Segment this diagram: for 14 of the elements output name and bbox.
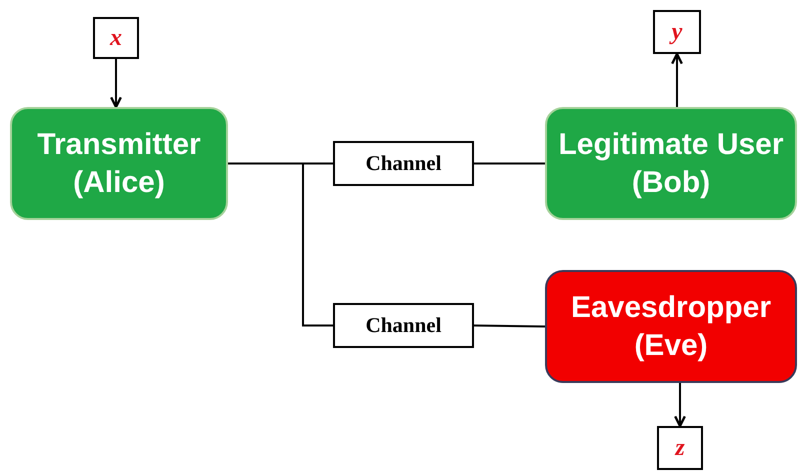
variable-box: z xyxy=(657,426,703,470)
process-box: Eavesdropper (Eve) xyxy=(545,270,797,383)
process-box: Legitimate User (Bob) xyxy=(545,107,797,220)
arrow xyxy=(674,383,686,428)
arrow xyxy=(110,59,122,108)
connector-line xyxy=(474,162,545,164)
variable-box: y xyxy=(653,10,701,54)
variable-box: x xyxy=(93,17,139,59)
channel-box: Channel xyxy=(333,141,474,186)
connector-line xyxy=(228,162,333,326)
channel-box: Channel xyxy=(333,303,474,348)
arrow xyxy=(671,52,683,107)
connector-line xyxy=(474,324,546,328)
process-box: Transmitter (Alice) xyxy=(10,107,228,220)
